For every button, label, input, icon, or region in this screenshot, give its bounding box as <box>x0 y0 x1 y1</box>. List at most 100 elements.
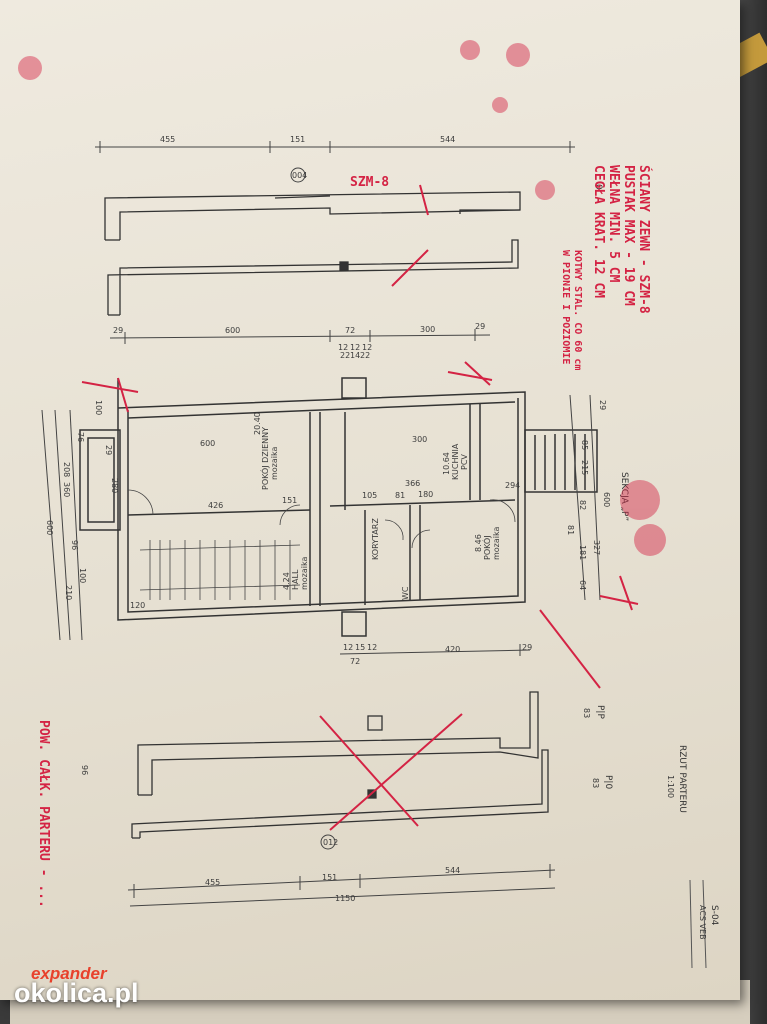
section-label: SEKCJA „P” <box>619 472 629 521</box>
room-kitchen-name: KUCHNIA <box>451 443 460 480</box>
svg-text:96: 96 <box>80 765 89 775</box>
bottom-dimension-lines <box>127 864 556 907</box>
room-wc-name: WC <box>401 586 410 600</box>
room-kitchen-finish: PCV <box>460 454 469 470</box>
dim-room-4: 426 <box>208 501 223 510</box>
dim-mid-5: 29 <box>475 322 485 331</box>
dim-bottom-3: 544 <box>445 866 460 875</box>
top-dimension-line <box>95 141 575 153</box>
svg-text:S-04: S-04 <box>709 905 719 926</box>
room-kitchen: KUCHNIA 10.64 PCV <box>442 443 469 480</box>
svg-text:208: 208 <box>62 462 71 477</box>
svg-text:83: 83 <box>591 778 600 788</box>
dim-room-3: 366 <box>405 479 420 488</box>
sheet-number: S-04 <box>709 905 719 926</box>
wall-spec-line-4: CEGŁA KRAT. 12 CM <box>591 165 606 298</box>
dim-mid-3: 72 <box>345 326 355 335</box>
dim-bottom-small: 72 <box>350 657 360 666</box>
dim-right-e: 82 <box>578 500 587 510</box>
level-pp: P|P <box>595 705 605 719</box>
dim-bottom-row-1: 12 <box>343 643 353 652</box>
dim-bottom-1: 455 <box>205 878 220 887</box>
svg-text:215: 215 <box>580 460 589 475</box>
svg-text:P|0: P|0 <box>603 775 613 789</box>
svg-text:0: 0 <box>593 184 603 190</box>
svg-text:29: 29 <box>598 400 607 410</box>
dim-bottom-row-5: 29 <box>522 643 532 652</box>
dim-right-a: 29 <box>598 400 607 410</box>
room-bedroom: POKÓJ mozaika 8.46 <box>474 526 501 560</box>
svg-text:POW. CAŁK. PARTERU - ...: POW. CAŁK. PARTERU - ... <box>36 720 51 908</box>
red-marks <box>81 184 639 831</box>
room-kitchen-area: 10.64 <box>442 452 451 475</box>
title-block-frame <box>689 879 707 969</box>
dim-left-a: 76 <box>76 432 85 442</box>
svg-text:81: 81 <box>566 525 575 535</box>
wall-spec-line-1: ŚCIANY ZEWN - SZM-8 <box>636 165 652 314</box>
dim-misc-2: 83 <box>591 778 600 788</box>
tag-bottom: 012 <box>323 838 338 847</box>
svg-text:360: 360 <box>62 482 71 497</box>
room-hall: HALL mozaika 4.24 <box>282 556 309 590</box>
wall-spec-line-2: PUSTAK MAX - 19 CM <box>621 165 636 306</box>
room-hall-area: 4.24 <box>282 572 291 590</box>
dim-left-g: 600 <box>45 520 54 535</box>
tag-circle-top <box>290 167 306 183</box>
dim-left-f: 210 <box>64 585 73 600</box>
dim-room-6: 105 <box>362 491 377 500</box>
dim-right-h: 64 <box>578 580 587 590</box>
red-anchor-spec: KOTWY STAL. CO 60 cm W PIONIE I POZIOMIE <box>560 250 583 370</box>
dim-left-b: 208 <box>62 462 71 477</box>
dim-misc-0: 96 <box>80 765 89 775</box>
level-p0: P|0 <box>603 775 613 789</box>
dim-room-9: 294 <box>505 481 520 490</box>
dim-mid-small-6: 22 <box>360 351 370 360</box>
dim-top-3: 544 <box>440 135 455 144</box>
title-rzut: RZUT PARTERU <box>677 745 687 813</box>
sheet-sub: ACS VEB <box>698 905 707 940</box>
dim-mid-small-3: 12 <box>362 343 372 352</box>
red-total-area: POW. CAŁK. PARTERU - ... <box>36 720 51 908</box>
dim-left-e: 100 <box>78 568 87 583</box>
red-szm-tag: SZM-8 <box>350 175 389 190</box>
watermark-brand: expander <box>31 964 107 983</box>
svg-text:SEKCJA „P”: SEKCJA „P” <box>619 472 629 521</box>
dim-left-i: 280 <box>110 478 119 493</box>
level-zero: 0 <box>593 184 603 190</box>
red-wall-spec: ŚCIANY ZEWN - SZM-8 PUSTAK MAX - 19 CM W… <box>591 165 652 314</box>
dim-right-i: 81 <box>566 525 575 535</box>
door-arcs <box>127 489 516 549</box>
dim-room-2: 300 <box>412 435 427 444</box>
wall-spec-line-3: WEŁNA MIN. 5 CM <box>606 165 621 283</box>
room-hall-name: HALL <box>291 569 300 590</box>
room-bedroom-name: POKÓJ <box>481 535 492 560</box>
dim-mid-small-5: 14 <box>350 351 360 360</box>
room-bedroom-area: 8.46 <box>474 534 483 552</box>
title-scale: 1:100 <box>666 775 675 798</box>
dim-bottom-row-4: 420 <box>445 645 460 654</box>
dim-left-j: 120 <box>130 601 145 610</box>
svg-text:85: 85 <box>580 440 589 450</box>
dim-mid-4: 300 <box>420 325 435 334</box>
left-dimension-chain <box>41 409 83 641</box>
svg-text:RZUT PARTERU: RZUT PARTERU <box>677 745 687 813</box>
dim-right-f: 327 <box>592 540 601 555</box>
svg-text:64: 64 <box>578 580 587 590</box>
anchor-spec-line-2: W PIONIE I POZIOMIE <box>560 250 571 364</box>
dim-mid-small-4: 22 <box>340 351 350 360</box>
bottom-wall-section-1 <box>137 691 539 796</box>
dim-room-8: 81 <box>395 491 405 500</box>
dim-left-c: 360 <box>62 482 71 497</box>
room-hall-finish: mozaika <box>300 556 309 590</box>
bottom-plan-dimension <box>339 644 531 656</box>
svg-text:100: 100 <box>78 568 87 583</box>
hall-stairs <box>139 540 301 600</box>
room-living-area: 20.40 <box>253 412 262 435</box>
room-corridor: KORYTARZ <box>371 518 380 560</box>
dim-bottom-2: 151 <box>322 873 337 882</box>
mid-dimension-line <box>109 329 491 344</box>
svg-text:96: 96 <box>70 540 79 550</box>
dim-top-2: 151 <box>290 135 305 144</box>
dim-mid-2: 600 <box>225 326 240 335</box>
svg-text:82: 82 <box>578 500 587 510</box>
